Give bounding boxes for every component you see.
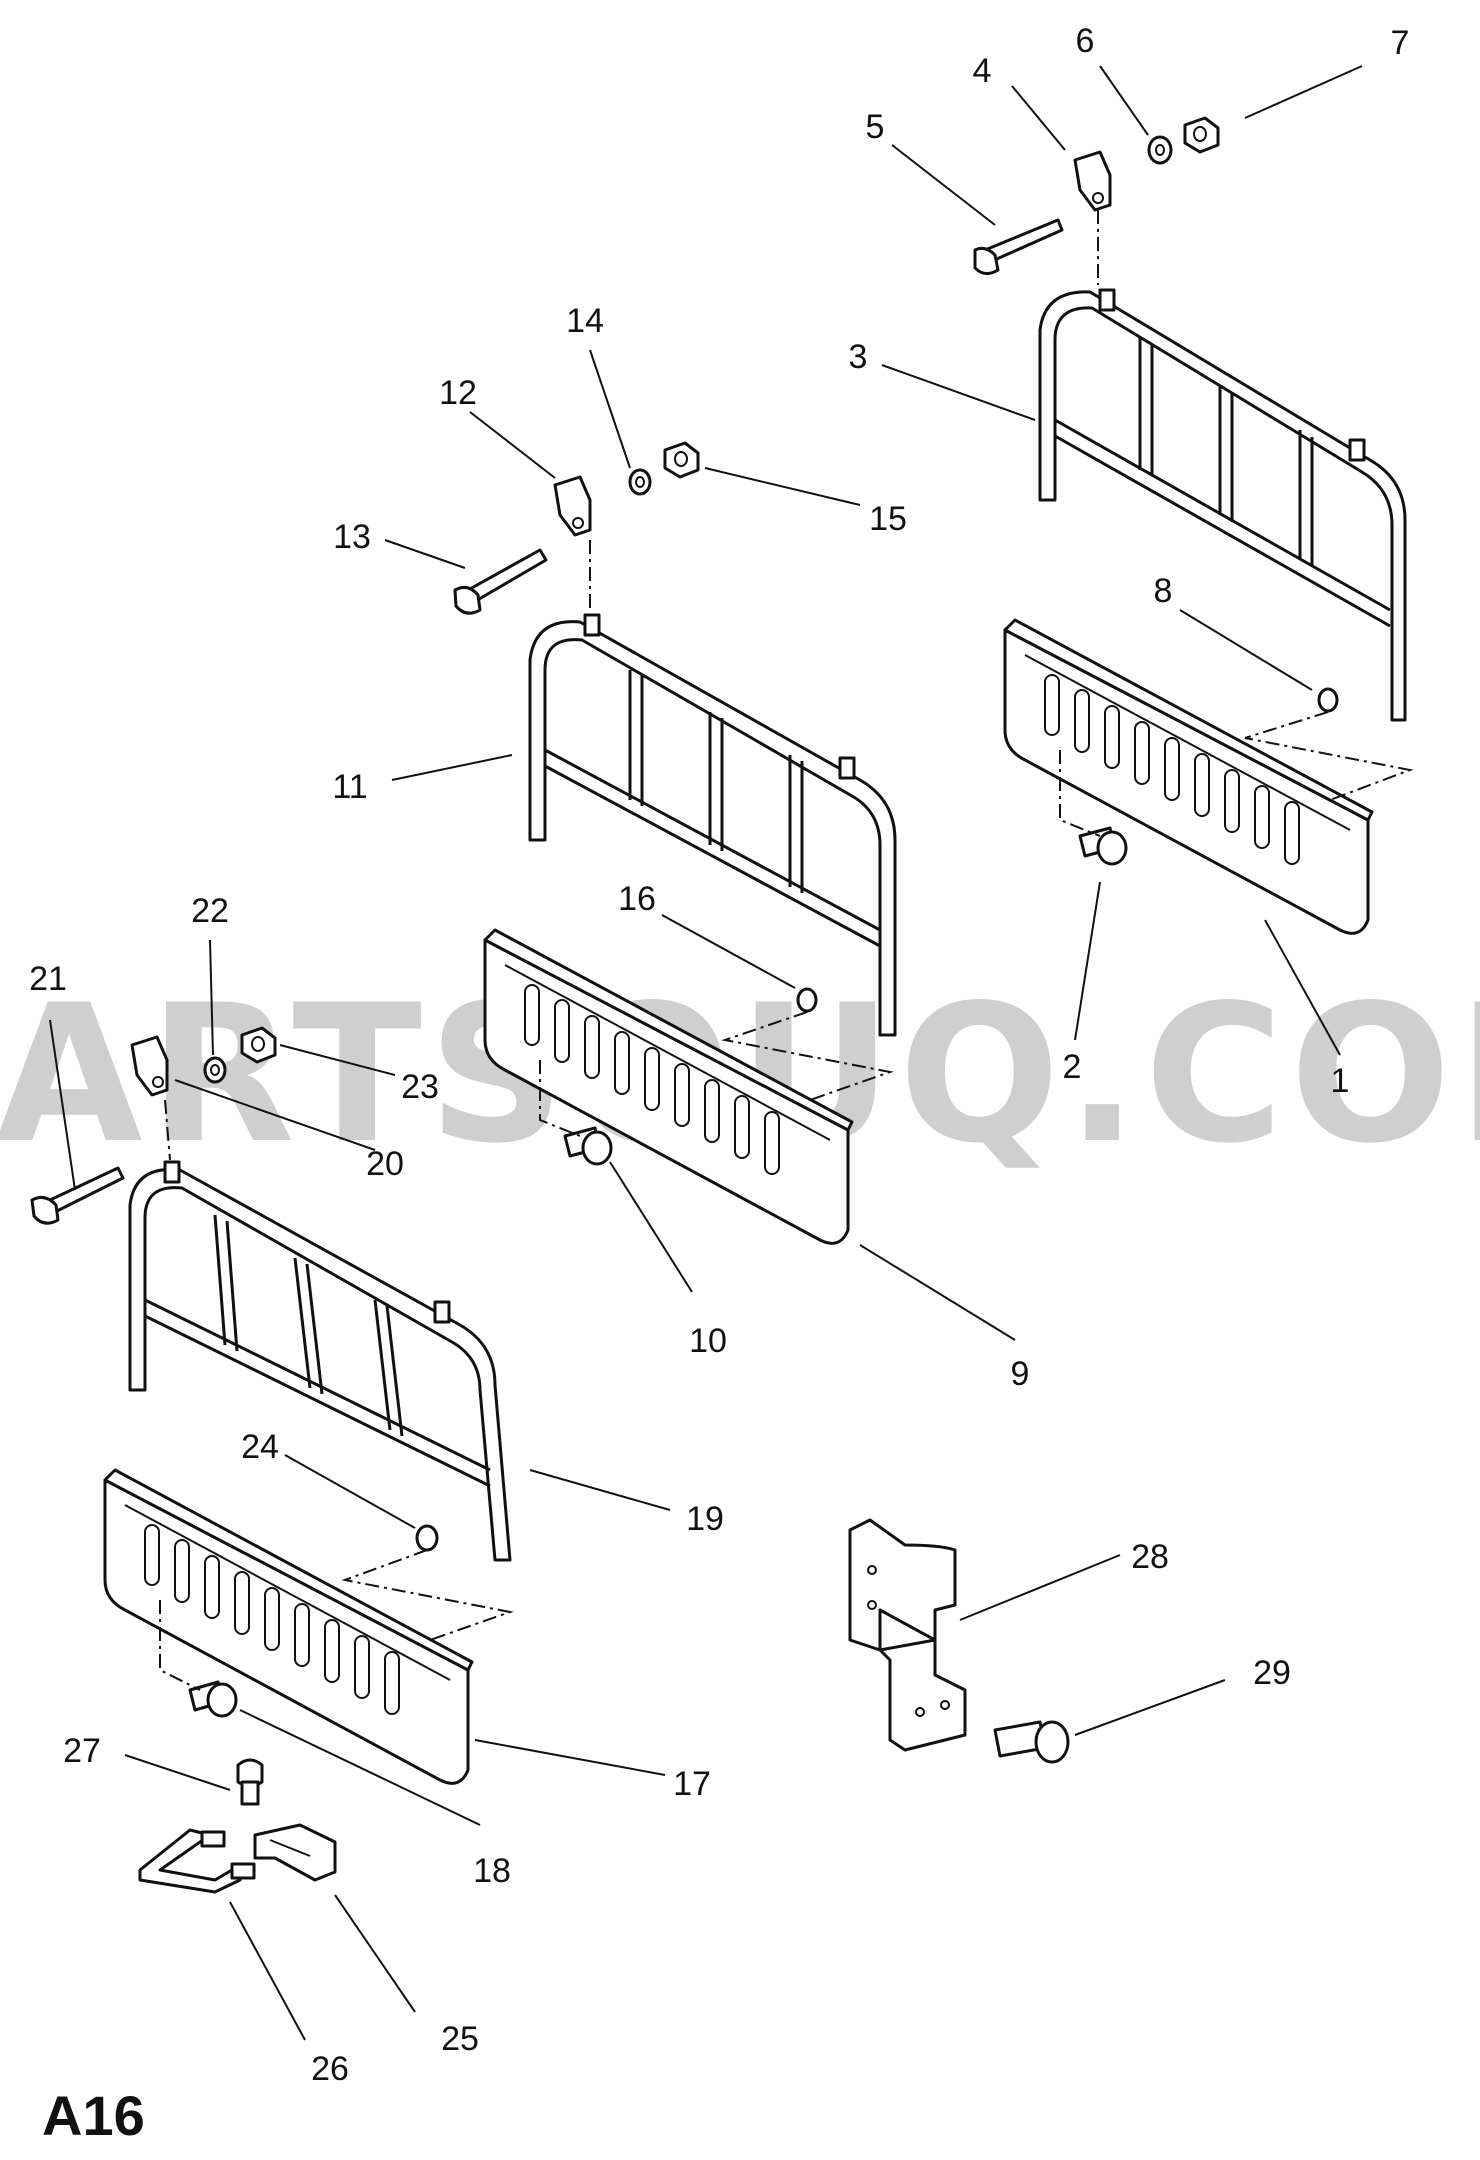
callout-14: 14: [566, 302, 604, 340]
callout-28: 28: [1131, 1538, 1169, 1576]
washer-8[interactable]: [1317, 687, 1339, 713]
nut-7[interactable]: [1183, 116, 1220, 154]
callout-18: 18: [473, 1852, 511, 1890]
callout-29: 29: [1253, 1654, 1291, 1692]
bracket-4[interactable]: [1073, 150, 1112, 212]
bolt-18[interactable]: [188, 1680, 238, 1718]
frame-3[interactable]: [1038, 288, 1407, 722]
callout-4: 4: [973, 52, 992, 90]
callout-23: 23: [401, 1068, 439, 1106]
bracket-28[interactable]: [848, 1518, 967, 1752]
callout-25: 25: [441, 2020, 479, 2058]
callout-27: 27: [63, 1732, 101, 1770]
callout-19: 19: [686, 1500, 724, 1538]
callout-6: 6: [1076, 22, 1095, 60]
bracket-12[interactable]: [553, 475, 592, 537]
bolt-2[interactable]: [1078, 826, 1128, 866]
nut-15[interactable]: [663, 441, 700, 479]
bolt-21[interactable]: [30, 1166, 125, 1225]
callout-5: 5: [866, 108, 885, 146]
frame-11[interactable]: [528, 613, 897, 1037]
bolt-5[interactable]: [973, 218, 1064, 275]
washer-16[interactable]: [796, 987, 818, 1013]
nut-23[interactable]: [240, 1026, 277, 1064]
tailgate-17[interactable]: [103, 1468, 474, 1785]
bolt-10[interactable]: [563, 1126, 613, 1166]
washer-22[interactable]: [203, 1056, 227, 1084]
callout-9: 9: [1011, 1355, 1030, 1393]
callout-13: 13: [333, 518, 371, 556]
callout-21: 21: [29, 960, 67, 998]
leader-lines: [49, 65, 1363, 2041]
callout-24: 24: [241, 1428, 279, 1466]
callout-12: 12: [439, 374, 477, 412]
frame-19[interactable]: [128, 1160, 512, 1562]
bolt-29[interactable]: [993, 1720, 1070, 1764]
callout-7: 7: [1391, 24, 1410, 62]
callout-labels: 1 2 3 4 5 6 7 8 9 10 11 12 13 14 15 16 1…: [29, 22, 1409, 2088]
callout-3: 3: [849, 338, 868, 376]
clip-25[interactable]: [253, 1823, 337, 1882]
callout-8: 8: [1154, 572, 1173, 610]
washer-14[interactable]: [628, 468, 652, 496]
callout-10: 10: [689, 1322, 727, 1360]
callout-15: 15: [869, 500, 907, 538]
callout-2: 2: [1063, 1048, 1082, 1086]
callout-1: 1: [1331, 1062, 1350, 1100]
callout-20: 20: [366, 1145, 404, 1183]
callout-17: 17: [673, 1765, 711, 1803]
strap-26[interactable]: [138, 1828, 256, 1894]
bolt-27[interactable]: [236, 1758, 264, 1806]
tailgate-9[interactable]: [483, 928, 854, 1245]
callout-11: 11: [332, 768, 367, 806]
bolt-13[interactable]: [453, 548, 548, 615]
washer-24[interactable]: [415, 1524, 439, 1552]
diagram-reference: A16: [42, 2084, 145, 2147]
callout-16: 16: [618, 880, 656, 918]
tailgate-1[interactable]: [1003, 618, 1374, 935]
callout-22: 22: [191, 892, 229, 930]
bracket-20[interactable]: [130, 1035, 169, 1097]
callout-26: 26: [311, 2050, 349, 2088]
washer-6[interactable]: [1147, 135, 1173, 165]
